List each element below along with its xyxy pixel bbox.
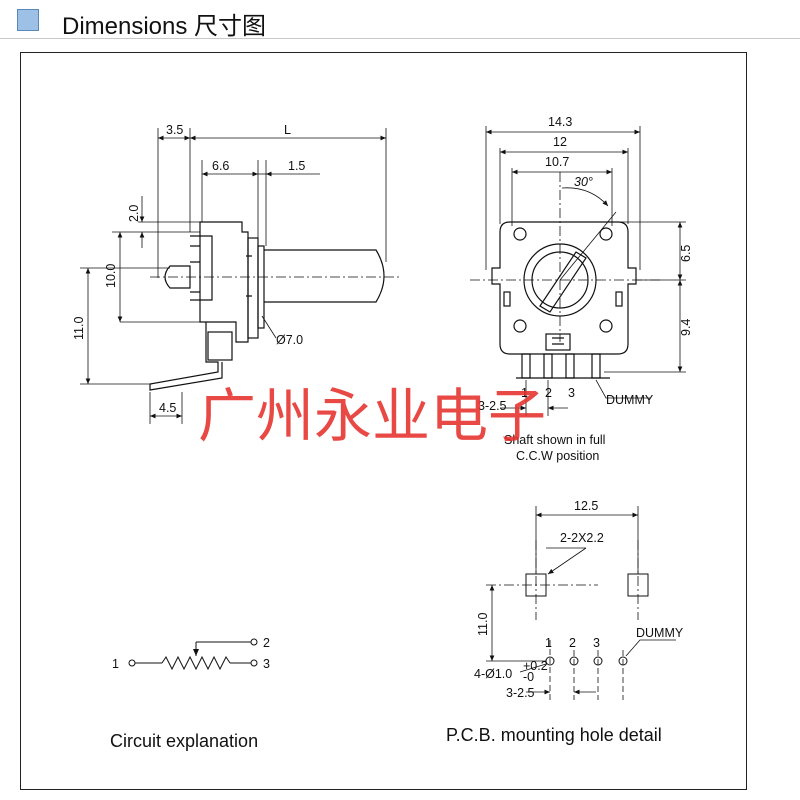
dim-width-inner: 10.7 [545, 155, 569, 169]
pcb-caption: P.C.B. mounting hole detail [446, 725, 662, 745]
front-corner-hole [599, 227, 613, 241]
terminal-1-label: 1 [112, 657, 119, 671]
front-corner-hole [599, 319, 613, 333]
header-divider [0, 38, 800, 39]
front-view [491, 221, 637, 379]
circuit-diagram [128, 638, 258, 671]
shaft-diameter-label: Ø7.0 [276, 333, 303, 347]
dim-width-outer: 14.3 [548, 115, 572, 129]
terminal-1-dot [128, 659, 136, 667]
dim-bushing: 10.0 [104, 264, 118, 288]
section-title: Dimensions 尺寸图 [62, 13, 267, 40]
front-side-tab [615, 291, 623, 307]
pcb-dim-vertical: 11.0 [476, 613, 490, 636]
front-side-tab [503, 291, 511, 307]
side-shaft [264, 249, 385, 303]
dim-upper: 6.5 [679, 245, 693, 262]
section-header: Dimensions 尺寸图 [0, 0, 800, 44]
pcb-dim-mount-holes: 2-2X2.2 [560, 531, 604, 545]
side-collar [257, 245, 265, 329]
terminal-3-dot [250, 659, 258, 667]
front-terminal-block [545, 333, 571, 351]
dim-lower: 9.4 [679, 319, 693, 336]
dim-width-mid: 12 [553, 135, 567, 149]
terminal-2-dot [250, 638, 258, 646]
dim-shaft-offset: 3.5 [166, 123, 183, 137]
front-pin-1: 1 [521, 386, 528, 400]
resistor-zigzag [161, 655, 231, 671]
front-shaft-slot [539, 251, 587, 313]
front-note-line2: C.C.W position [516, 449, 599, 463]
pcb-pin-1: 1 [545, 636, 552, 650]
drawing-frame [20, 52, 747, 790]
dim-collar: 1.5 [288, 159, 305, 173]
side-body-outline [199, 221, 249, 343]
front-pin-2: 2 [545, 386, 552, 400]
front-body-outline [491, 221, 637, 355]
front-note-line1: Shaft shown in full [504, 433, 605, 447]
side-bushing [190, 235, 213, 301]
terminal-3-label: 3 [263, 657, 270, 671]
pcb-dim-span: 12.5 [574, 499, 598, 513]
dim-body: 6.6 [212, 159, 229, 173]
pcb-pin-2: 2 [569, 636, 576, 650]
pcb-tol-plus: +0.2 [523, 659, 548, 673]
terminal-2-label: 2 [263, 636, 270, 650]
pcb-pitch: 3-2.5 [506, 686, 535, 700]
pcb-hole-spec: 4-Ø1.0 [474, 667, 512, 681]
dim-pin-offset: 4.5 [159, 401, 176, 415]
pcb-tol-minus: -0 [523, 670, 534, 684]
side-plate [247, 237, 259, 339]
watermark-text: 广州永业电子 [198, 382, 546, 450]
dim-height: 11.0 [72, 317, 86, 340]
front-pitch: 3-2.5 [478, 399, 507, 413]
front-dummy-label: DUMMY [606, 393, 654, 407]
side-view [149, 221, 385, 391]
side-pin [149, 322, 223, 391]
front-corner-hole [513, 319, 527, 333]
pcb-pin-3: 3 [593, 636, 600, 650]
blue-square-icon [17, 9, 39, 31]
front-pin-3: 3 [568, 386, 575, 400]
front-corner-hole [513, 227, 527, 241]
dim-length: L [284, 123, 291, 137]
angle-label: 30° [574, 175, 593, 189]
circuit-caption: Circuit explanation [110, 731, 258, 751]
pcb-dummy-label: DUMMY [636, 626, 684, 640]
dim-top: 2.0 [127, 205, 141, 222]
